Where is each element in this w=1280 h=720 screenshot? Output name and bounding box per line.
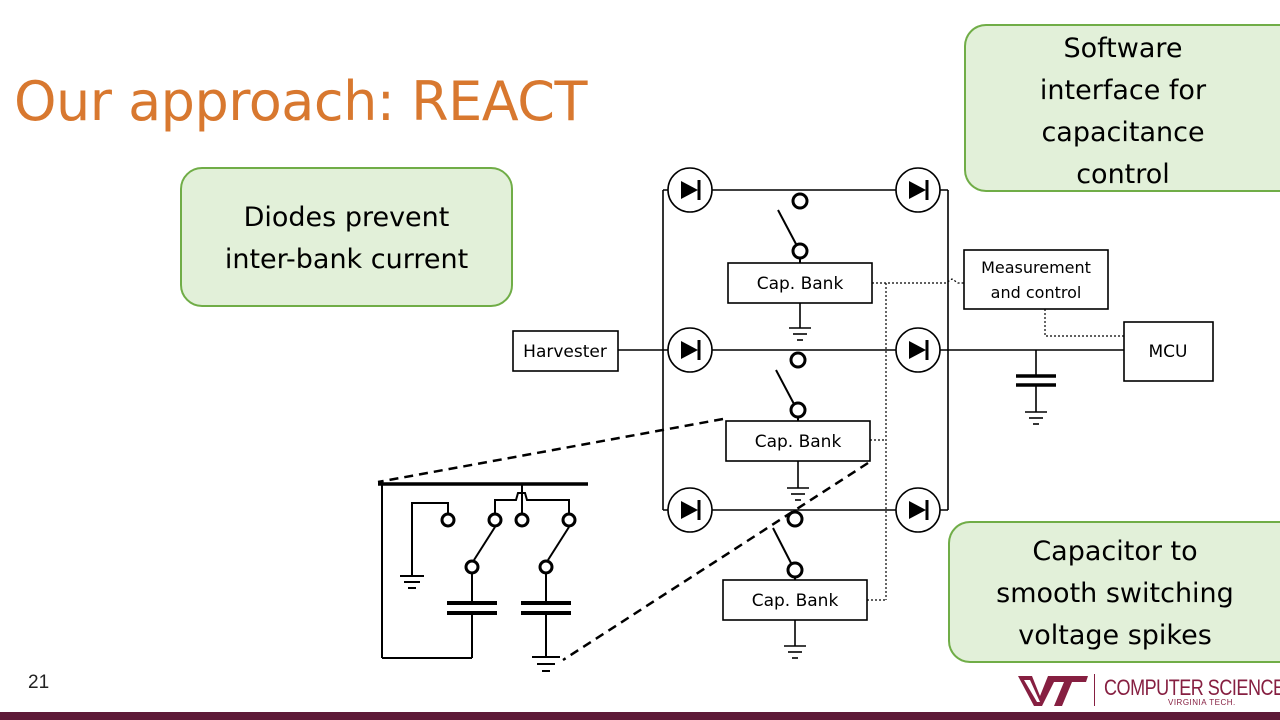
callout-text: Software [1063, 33, 1183, 64]
cap-bank-1: Cap. Bank [727, 262, 873, 341]
cap-bank-inset [378, 482, 588, 672]
cap-bank-3-label: Cap. Bank [752, 591, 839, 611]
vt-logo-icon [1018, 676, 1088, 706]
diode-bottom-left [667, 487, 713, 533]
vt-cs-logo: COMPUTER SCIENCE VIRGINIA TECH. [1016, 672, 1280, 710]
logo-divider [1094, 674, 1095, 706]
callout-text: capacitance [1041, 117, 1205, 148]
callout-text: Capacitor to [1032, 536, 1198, 567]
diode-bottom-right [895, 487, 941, 533]
switch-3 [772, 510, 804, 580]
callout-software-interface: Software interface for capacitance contr… [964, 24, 1280, 192]
cap-banks: Cap. Bank Cap. Bank Cap. Bank [722, 262, 873, 659]
switch-2 [775, 351, 807, 421]
smoothing-capacitor [1016, 350, 1056, 425]
harvester-block: Harvester [512, 330, 619, 372]
zoom-lines [377, 417, 869, 662]
callout-text: control [1076, 159, 1170, 190]
cap-bank-2-label: Cap. Bank [755, 432, 842, 452]
switch-1 [777, 192, 809, 263]
harvester-label: Harvester [523, 342, 607, 362]
diode-top-left [667, 167, 713, 213]
callout-text: Diodes prevent [243, 202, 450, 233]
cap-bank-1-label: Cap. Bank [757, 274, 844, 294]
callout-text: voltage spikes [1018, 620, 1212, 651]
measurement-label-line2: and control [991, 283, 1082, 302]
page-number: 21 [28, 672, 50, 693]
mcu-label: MCU [1149, 342, 1188, 362]
diode-mid-left [667, 327, 713, 373]
measurement-label-line1: Measurement [981, 258, 1091, 277]
callout-text: smooth switching [996, 578, 1234, 609]
diode-top-right [895, 167, 941, 213]
bottom-bar [0, 712, 1280, 720]
callout-capacitor: Capacitor to smooth switching voltage sp… [948, 521, 1280, 663]
logo-org-name: COMPUTER SCIENCE [1104, 675, 1280, 700]
diode-mid-right [895, 327, 941, 373]
callout-diodes: Diodes prevent inter-bank current [180, 167, 513, 307]
cap-bank-2: Cap. Bank [725, 420, 871, 501]
diodes [667, 167, 941, 533]
callout-text: interface for [1039, 75, 1207, 106]
cap-bank-3: Cap. Bank [722, 579, 868, 659]
control-lines [867, 278, 1124, 601]
logo-university: VIRGINIA TECH. [1168, 698, 1236, 707]
measurement-control-block: Measurement and control [963, 249, 1109, 310]
callout-text: inter-bank current [224, 244, 469, 275]
switches [772, 192, 809, 580]
mcu-block: MCU [1123, 321, 1214, 382]
slide-title: Our approach: REACT [14, 70, 587, 133]
